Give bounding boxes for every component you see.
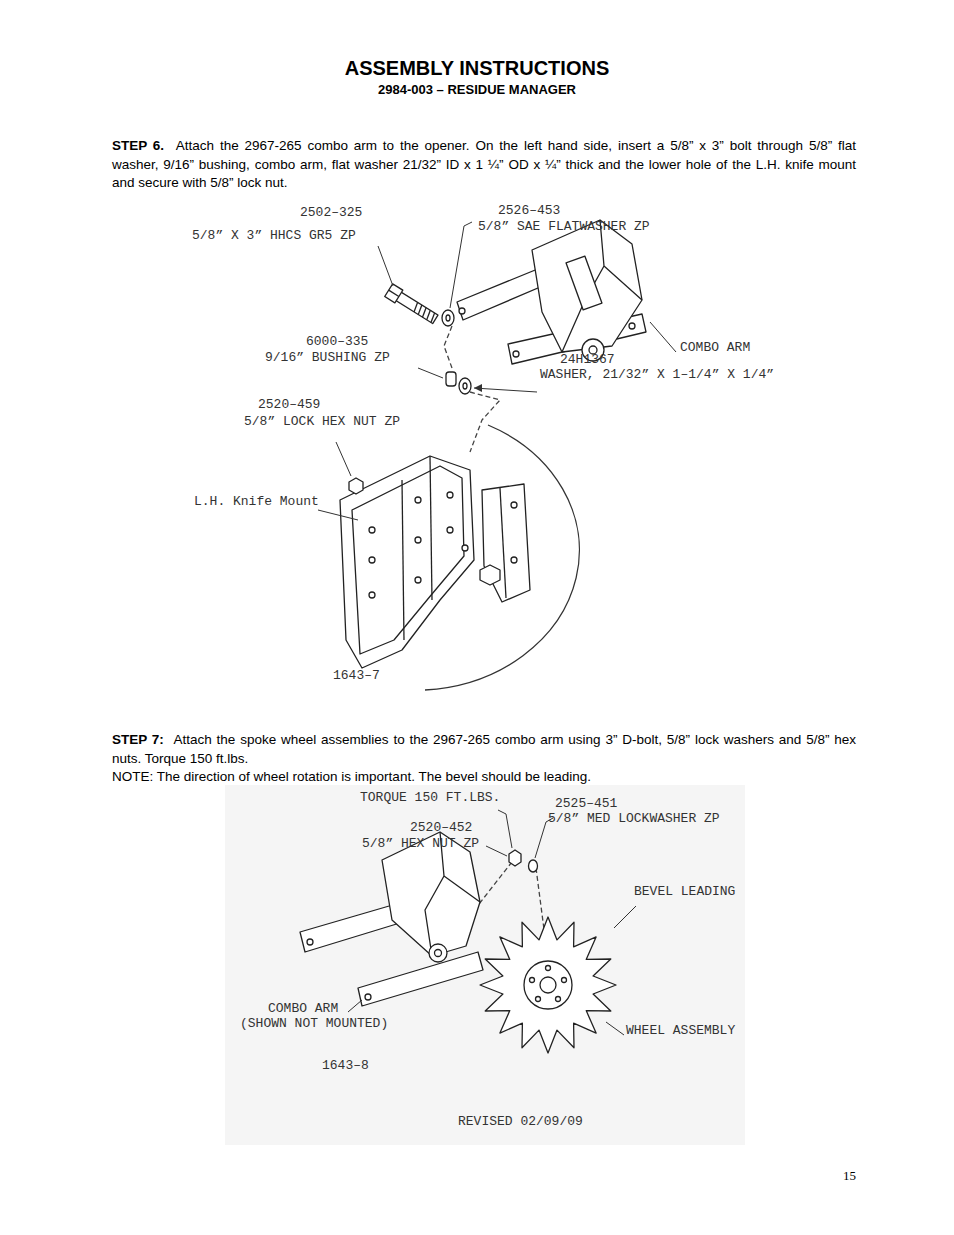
step-paragraph: STEP 7: Attach the spoke wheel assemblie… xyxy=(112,731,856,768)
part-description: 5/8” HEX NUT ZP xyxy=(362,836,479,851)
part-number: 2526–453 xyxy=(498,203,560,218)
revision-note: REVISED 02/09/09 xyxy=(458,1114,583,1129)
part-name: L.H. Knife Mount xyxy=(194,494,319,509)
page-title: ASSEMBLY INSTRUCTIONS xyxy=(0,57,954,80)
note-text: NOTE: The direction of wheel rotation is… xyxy=(112,768,856,787)
subtitle: 2984-003 – RESIDUE MANAGER xyxy=(0,82,954,97)
part-description: 5/8” LOCK HEX NUT ZP xyxy=(244,414,400,429)
part-description: 5/8” X 3” HHCS GR5 ZP xyxy=(192,228,356,243)
part-note: (SHOWN NOT MOUNTED) xyxy=(240,1016,388,1031)
figure-number: 1643–7 xyxy=(333,668,380,683)
figure-number: 1643–8 xyxy=(322,1058,369,1073)
part-number: 2502–325 xyxy=(300,205,362,220)
part-description: 9/16” BUSHING ZP xyxy=(265,350,390,365)
page-number: 15 xyxy=(843,1168,856,1184)
torque-note: TORQUE 150 FT.LBS. xyxy=(360,790,500,805)
part-description: 5/8” SAE FLATWASHER ZP xyxy=(478,219,650,234)
step-paragraph: STEP 6. Attach the 2967-265 combo arm to… xyxy=(112,137,856,193)
part-number: 2520–459 xyxy=(258,397,320,412)
part-name: WHEEL ASSEMBLY xyxy=(626,1023,735,1038)
part-description: 5/8” MED LOCKWASHER ZP xyxy=(548,811,720,826)
part-name: COMBO ARM xyxy=(680,340,750,355)
step-heading: STEP 6. xyxy=(112,138,164,153)
part-name: COMBO ARM xyxy=(268,1001,338,1016)
part-number: 24H1367 xyxy=(560,352,615,367)
step-text: Attach the spoke wheel assemblies to the… xyxy=(112,732,856,766)
step-text: Attach the 2967-265 combo arm to the ope… xyxy=(112,138,856,190)
part-number: 2520–452 xyxy=(410,820,472,835)
part-number: 2525–451 xyxy=(555,796,617,811)
part-number: 6000–335 xyxy=(306,334,368,349)
step-heading: STEP 7: xyxy=(112,732,164,747)
orientation-note: BEVEL LEADING xyxy=(634,884,735,899)
part-description: WASHER, 21/32” X 1–1/4” X 1/4” xyxy=(540,367,774,382)
